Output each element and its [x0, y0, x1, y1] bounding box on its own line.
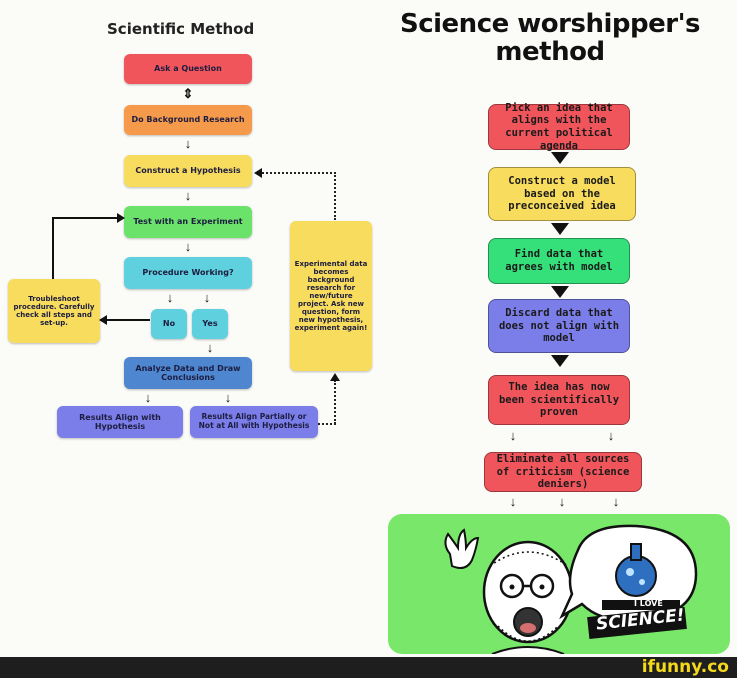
worship-arrow-6a: ↓: [509, 494, 517, 509]
dotted-line-bottom-vertical: [334, 380, 336, 424]
sign-text-love: I LOVE: [634, 599, 663, 608]
right-title-line2: method: [495, 37, 605, 68]
worship-step-eliminate: Eliminate all sources of criticism (scie…: [484, 452, 642, 492]
arrow-analyze-to-align: ↓: [144, 390, 152, 405]
step-no: No: [151, 309, 187, 339]
step-hypothesis: Construct a Hypothesis: [124, 155, 252, 187]
left-title: Scientific Method: [107, 20, 255, 38]
footer-bar: ifunny.co: [0, 657, 737, 678]
step-ask-question: Ask a Question: [124, 54, 252, 84]
right-title-line1: Science worshipper's: [400, 9, 701, 39]
loop-arrowhead: [117, 213, 125, 223]
arrow-ask-to-background: ⇕: [182, 86, 194, 101]
result-align: Results Align with Hypothesis: [57, 406, 183, 438]
worship-arrow-6c: ↓: [612, 494, 620, 509]
soyjak-drawing: [444, 524, 698, 654]
dotted-line-top-vertical: [334, 172, 336, 220]
worship-step-construct-model: Construct a model based on the preconcei…: [488, 167, 636, 221]
ifunny-watermark: ifunny.co: [641, 657, 729, 677]
result-partial: Results Align Partially or Not at All wi…: [190, 406, 318, 438]
arrow-no-to-troubleshoot: [100, 319, 150, 321]
loop-line-vertical: [52, 217, 54, 279]
dotted-arrowhead-note: [330, 373, 340, 381]
worship-arrow-4: [551, 355, 569, 367]
arrow-procedure-to-yes: ↓: [203, 290, 211, 305]
arrow-hypothesis-to-experiment: ↓: [184, 188, 192, 203]
step-procedure-working: Procedure Working?: [124, 257, 252, 289]
arrow-experiment-to-procedure: ↓: [184, 239, 192, 254]
dotted-line-bottom-horizontal: [318, 423, 336, 425]
arrow-yes-to-analyze: ↓: [206, 340, 214, 355]
worship-arrow-1: [551, 152, 569, 164]
dotted-arrowhead-hypothesis: [254, 168, 262, 178]
worship-arrow-5a: ↓: [509, 428, 517, 443]
worship-step-find-data: Find data that agrees with model: [488, 238, 630, 284]
worship-step-discard-data: Discard data that does not align with mo…: [488, 299, 630, 353]
step-yes: Yes: [192, 309, 228, 339]
worship-step-proven: The idea has now been scientifically pro…: [488, 375, 630, 425]
science-panel: I LOVE SCIENCE!: [388, 514, 730, 654]
step-background-research: Do Background Research: [124, 105, 252, 135]
worship-arrow-3: [551, 286, 569, 298]
worship-arrow-2: [551, 223, 569, 235]
experimental-data-note: Experimental data becomes background res…: [290, 221, 372, 371]
worship-step-pick-idea: Pick an idea that aligns with the curren…: [488, 102, 630, 152]
right-title: Science worshipper's method: [400, 9, 701, 68]
arrow-procedure-to-no: ↓: [166, 290, 174, 305]
worship-arrow-6b: ↓: [558, 494, 566, 509]
arrow-analyze-to-partial: ↓: [224, 390, 232, 405]
step-experiment: Test with an Experiment: [124, 206, 252, 238]
loop-line-horizontal: [52, 217, 118, 219]
arrowhead-no-to-troubleshoot: [99, 315, 107, 325]
arrow-background-to-hypothesis: ↓: [184, 136, 192, 151]
step-analyze-data: Analyze Data and Draw Conclusions: [124, 357, 252, 389]
worship-arrow-5b: ↓: [607, 428, 615, 443]
step-troubleshoot: Troubleshoot procedure. Carefully check …: [8, 279, 100, 343]
dotted-line-top-horizontal: [262, 172, 336, 174]
